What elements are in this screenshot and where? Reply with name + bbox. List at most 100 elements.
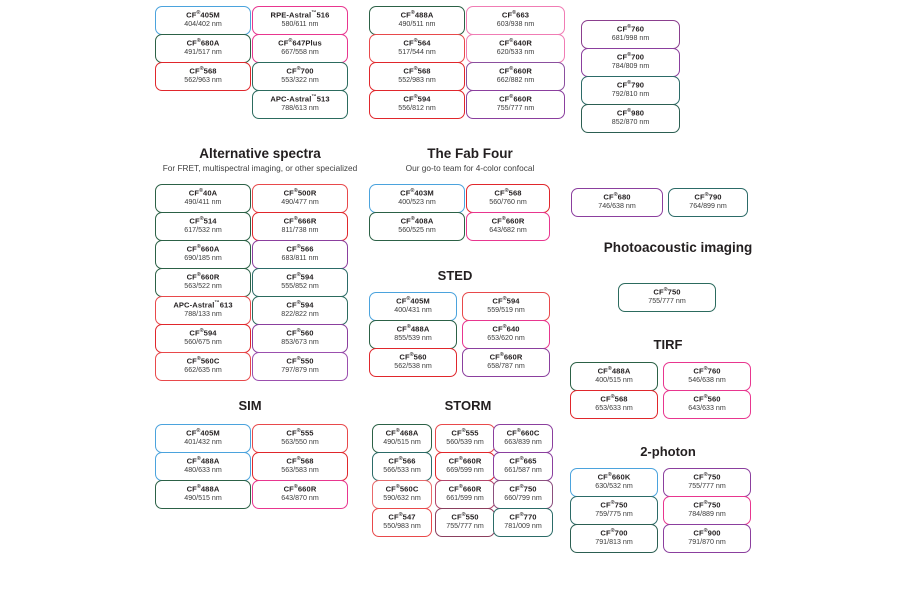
dye-name: CF®770 — [509, 512, 537, 522]
trademark-mark: ® — [627, 80, 632, 87]
dye-name: CF®568 — [403, 66, 431, 76]
trademark-mark: ® — [501, 216, 506, 223]
trademark-mark: ® — [519, 484, 524, 491]
trademark-mark: ® — [461, 428, 466, 435]
dye-spectra: 764/899 nm — [689, 202, 727, 211]
section-heading-alternative-spectra: Alternative spectra — [199, 146, 321, 161]
dye-name: CF®663 — [501, 10, 530, 20]
dye-name: CF®640 — [492, 324, 520, 334]
trademark-mark: ® — [613, 192, 618, 199]
trademark-mark: ® — [461, 512, 466, 519]
dye-spectra: 683/811 nm — [281, 254, 319, 263]
section-heading-storm: STORM — [444, 398, 492, 413]
dye-spectra: 404/402 nm — [184, 20, 222, 29]
dye-spectra: 560/539 nm — [446, 438, 484, 447]
trademark-mark: ® — [413, 94, 418, 101]
dye-spectra: 566/533 nm — [383, 466, 421, 475]
dye-spectra: 490/515 nm — [383, 438, 421, 447]
trademark-mark: ® — [499, 352, 504, 359]
trademark-mark: ® — [293, 484, 298, 491]
dye-spectra: 791/813 nm — [595, 538, 633, 547]
trademark-mark: ® — [502, 324, 507, 331]
trademark-mark: ® — [610, 528, 615, 535]
dye-name: CF®488A — [396, 324, 430, 334]
dye-name: CF®566 — [286, 244, 314, 254]
